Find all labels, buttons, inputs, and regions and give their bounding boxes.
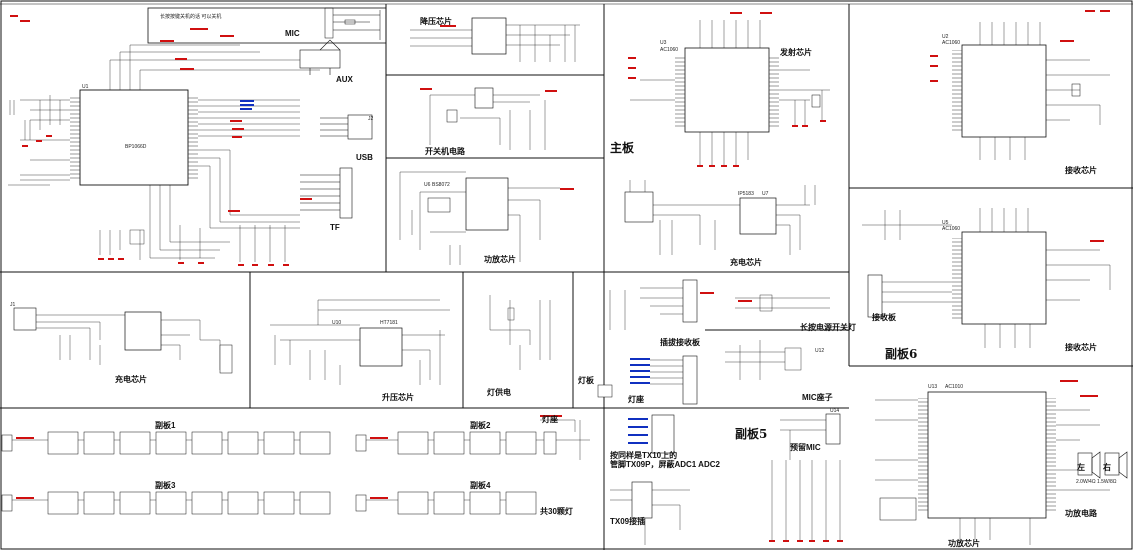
label-main-board: 主板: [610, 140, 635, 155]
tx-chip-u3: U3 AC1060: [628, 20, 830, 167]
tf-socket: [300, 167, 353, 219]
led-row-bottom: [1, 491, 537, 515]
label-audio-circuit: 功放电路: [1065, 508, 1098, 518]
top-note: 长按按键关机的话 可以关机: [160, 13, 221, 20]
mic-socket-circuit: [725, 340, 802, 380]
charge-chip-left: J1: [10, 302, 233, 374]
label-charge-chip-left: 充电芯片: [115, 374, 147, 384]
u3-part: AC1060: [660, 47, 678, 53]
label-sub5: 副板5: [735, 426, 767, 441]
label-mic: MIC: [285, 29, 300, 38]
buck-chip: [410, 17, 580, 62]
label-usb: USB: [356, 153, 373, 162]
label-charge-chip-main: 充电芯片: [730, 257, 762, 267]
u5-ref: U5: [942, 220, 949, 226]
u1-part: BP1066D: [125, 144, 147, 150]
boost-chip-u10: U10 HT7181: [270, 299, 450, 385]
u1-ref: U1: [82, 84, 89, 90]
ground-symbols-left: [10, 15, 289, 266]
sub5-passives: [771, 460, 841, 540]
net-labels: [190, 12, 1104, 397]
u2-ref: U2: [942, 34, 949, 40]
label-power-key: 长按电源开关灯: [800, 322, 856, 332]
label-lamp-seat: 灯座: [542, 414, 558, 424]
amp-chip-u6: U6 BS8072: [399, 171, 560, 265]
label-lamp-power: 灯供电: [487, 387, 511, 397]
j1-ref: J1: [10, 302, 16, 308]
sub5-connector: [610, 414, 690, 545]
u6-part: BS8072: [432, 182, 450, 188]
aux-connector: [299, 39, 341, 75]
label-tx09: TX09接插: [610, 516, 645, 526]
u13-part: AC1010: [945, 384, 963, 390]
usb-connector: [320, 114, 373, 140]
lamp-power: [489, 295, 551, 370]
j2-ref: J2: [368, 116, 374, 122]
preset-mic: [780, 413, 841, 460]
power-key-circuit: [735, 294, 830, 312]
mcu-u1: U1 BP1066D: [20, 40, 320, 259]
label-tx-chip: 发射芯片: [779, 47, 812, 57]
label-sub2: 副板2: [470, 420, 491, 430]
u14-ref: U14: [830, 408, 839, 414]
label-amp-chip: 功放芯片: [484, 254, 516, 264]
led-wiring: [12, 419, 590, 501]
label-led30: 共30颗灯: [540, 506, 573, 516]
u10-part: HT7181: [380, 320, 398, 326]
rx-chip-u2: U2 AC1060: [930, 10, 1110, 160]
u3-ref: U3: [660, 40, 667, 46]
label-lamp-seat-2: 灯座: [628, 394, 644, 404]
label-sub1: 副板1: [155, 420, 176, 430]
u6-ref: U6: [424, 182, 431, 188]
u13-ref: U13: [928, 384, 937, 390]
label-mic-socket: MIC座子: [802, 392, 833, 402]
u7-ref: U7: [762, 191, 769, 197]
rx-chip-u5: U5 AC1060: [862, 208, 1111, 348]
label-sub4: 副板4: [470, 480, 491, 490]
label-power-circuit: 开关机电路: [425, 146, 466, 156]
label-right: 右: [1102, 462, 1111, 472]
charge-chip-u7: IP5183 U7: [624, 180, 816, 255]
label-rx-chip: 接收芯片: [1065, 165, 1097, 175]
label-rx-board: 接收板: [872, 312, 897, 322]
led-nets: [16, 415, 562, 499]
speaker-note: 2.0W/4Ω 1.5W/8Ω: [1076, 479, 1117, 485]
u5-part: AC1060: [942, 226, 960, 232]
u10-ref: U10: [332, 320, 341, 326]
amp-chip-u13: U13 AC1010: [875, 384, 1128, 545]
label-rx-chip-2: 接收芯片: [1065, 342, 1097, 352]
led-row-top: [1, 431, 557, 455]
label-boost-chip: 升压芯片: [382, 392, 414, 402]
label-sub6: 副板6: [885, 346, 917, 361]
label-aux: AUX: [336, 75, 354, 84]
label-mic-board: 插拔接收板: [660, 337, 701, 347]
label-preset-mic: 预留MIC: [790, 442, 821, 452]
mic-board-connector: [609, 279, 698, 330]
label-amp-chip2: 功放芯片: [948, 538, 980, 548]
label-buck-chip: 降压芯片: [420, 16, 452, 26]
power-switch-circuit: [429, 87, 546, 150]
u7-part: IP5183: [738, 191, 754, 197]
note-line2: 管脚TX09P，屏蔽ADC1 ADC2: [610, 459, 720, 469]
u2-part: AC1060: [942, 40, 960, 46]
lamp-board-connector: [597, 355, 698, 405]
label-lamp-board: 灯板: [578, 375, 595, 385]
label-left: 左: [1076, 462, 1085, 472]
passives-left: [8, 95, 286, 262]
label-tf: TF: [330, 223, 340, 232]
note-line1: 按同样是TX10上的: [610, 450, 677, 460]
u12-ref: U12: [815, 348, 824, 354]
mic-connector: [324, 7, 381, 40]
sub5-grounds: [769, 540, 843, 542]
label-sub3: 副板3: [155, 480, 176, 490]
